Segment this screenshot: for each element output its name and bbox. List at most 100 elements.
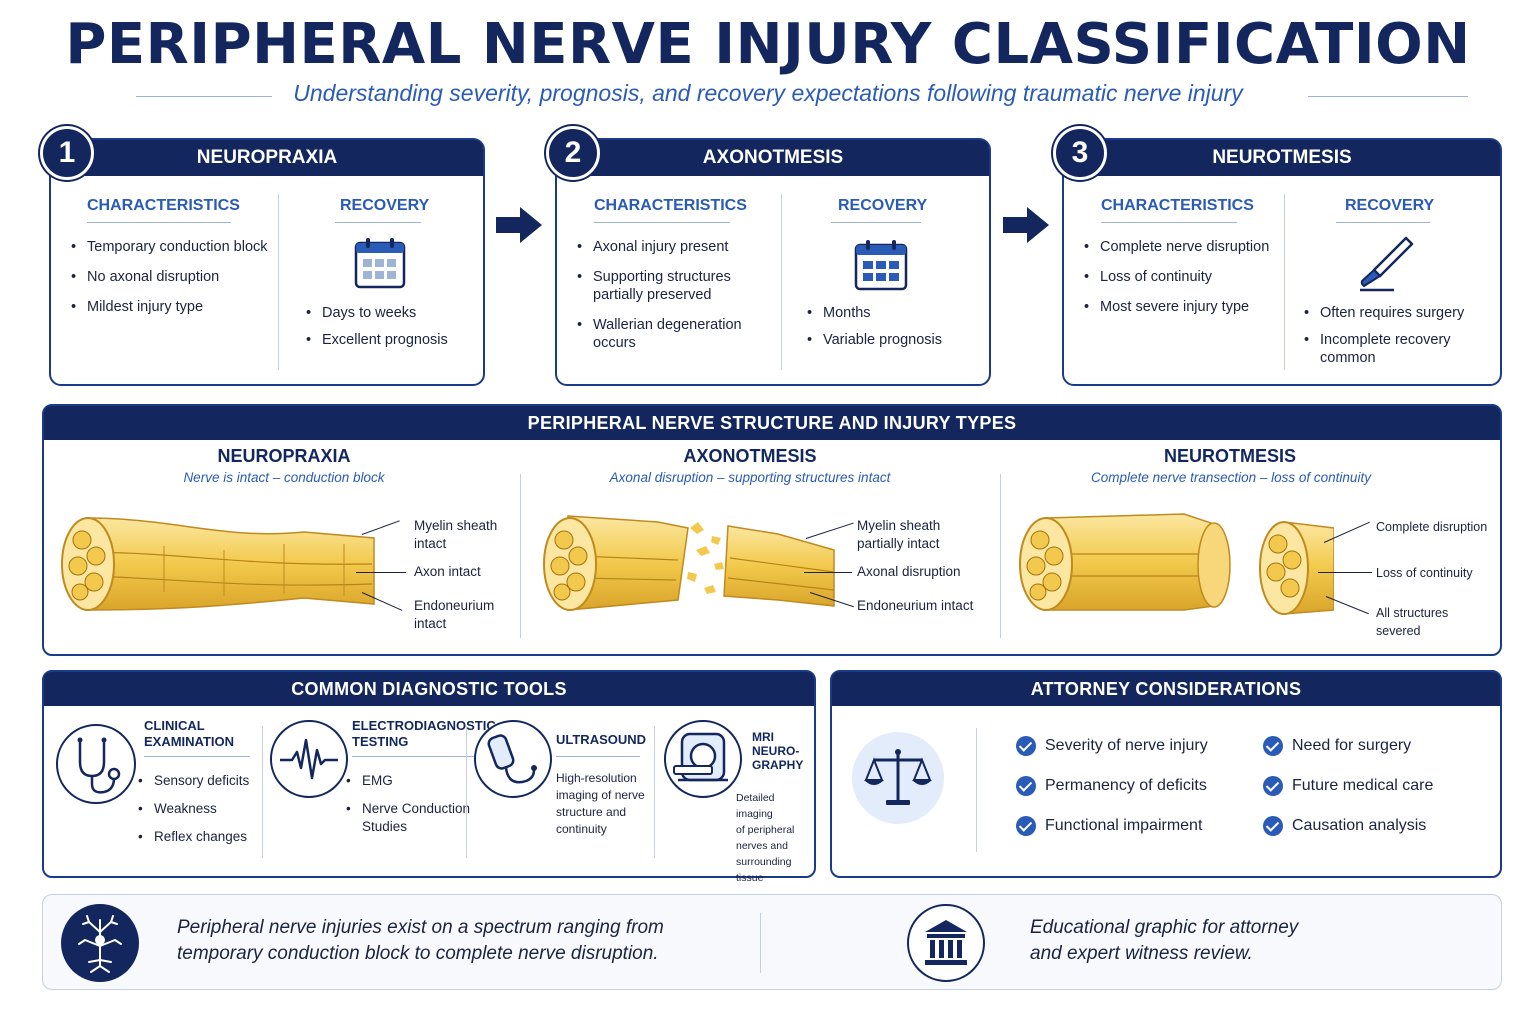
step-number-1: 1: [40, 126, 94, 180]
characteristics-label: CHARACTERISTICS: [87, 197, 240, 214]
nerve-structure-panel: PERIPHERAL NERVE STRUCTURE AND INJURY TY…: [42, 404, 1502, 656]
section-subtitle: Nerve is intact – conduction block: [183, 470, 385, 485]
list-item: Sensory deficits: [138, 772, 249, 790]
intact-nerve-illustration: [61, 517, 375, 611]
characteristics-rule: [594, 222, 730, 223]
characteristics-list: Complete nerve disruption Loss of contin…: [1084, 238, 1269, 316]
check-icon: [1263, 776, 1283, 796]
consideration-item: Functional impairment: [1045, 817, 1203, 834]
arrow-right-icon: [1003, 207, 1049, 243]
list-item: Often requires surgery: [1304, 304, 1464, 322]
list-item: Reflex changes: [138, 828, 249, 846]
consideration-item: Future medical care: [1292, 777, 1434, 794]
list-item-continued: partially preserved: [593, 287, 712, 303]
characteristics-rule: [1101, 222, 1237, 223]
card-title: AXONOTMESIS: [557, 140, 989, 176]
tool-title: ULTRASOUND: [556, 732, 647, 747]
mri-scanner-icon: [664, 720, 742, 798]
step-number-2: 2: [546, 126, 600, 180]
list-item-continued: Studies: [362, 819, 408, 834]
consideration-item: Permanency of deficits: [1045, 777, 1207, 794]
page-title: PERIPHERAL NERVE INJURY CLASSIFICATION: [65, 12, 1471, 77]
list-item: Incomplete recovery: [1304, 331, 1464, 349]
check-icon: [1263, 736, 1283, 756]
list-item-continued: occurs: [593, 335, 636, 351]
consideration-item: Causation analysis: [1292, 817, 1427, 834]
section-divider: [976, 728, 977, 852]
list-item: EMG: [346, 772, 470, 790]
consideration-item: Need for surgery: [1292, 737, 1412, 754]
recovery-list: Days to weeks Excellent prognosis: [306, 304, 448, 349]
list-item: Mildest injury type: [71, 298, 268, 316]
characteristics-list: Axonal injury present Supporting structu…: [577, 238, 742, 364]
tool-rule: [556, 756, 640, 757]
recovery-rule: [335, 222, 421, 223]
attorney-considerations-panel: ATTORNEY CONSIDERATIONS Severity of nerv…: [830, 670, 1502, 878]
list-item: Temporary conduction block: [71, 238, 268, 256]
section-divider: [1000, 474, 1001, 638]
section-title: NEUROPRAXIA: [217, 446, 351, 466]
check-icon: [1016, 736, 1036, 756]
list-item: Supporting structures: [577, 268, 742, 286]
list-item: Axonal injury present: [577, 238, 742, 256]
column-divider: [1284, 194, 1285, 370]
check-icon: [1016, 776, 1036, 796]
card-neuropraxia: NEUROPRAXIA CHARACTERISTICS Temporary co…: [49, 138, 485, 386]
list-item: No axonal disruption: [71, 268, 268, 286]
label-loss-of-continuity: Loss of continuity: [1376, 566, 1473, 580]
label-leader: [356, 572, 406, 573]
card-title: NEUROTMESIS: [1064, 140, 1500, 176]
tool-divider: [262, 726, 263, 858]
card-title: NEUROPRAXIA: [51, 140, 483, 176]
section-subtitle: Axonal disruption – supporting structure…: [609, 470, 891, 485]
list-item: Days to weeks: [306, 304, 448, 322]
characteristics-label: CHARACTERISTICS: [1101, 197, 1254, 214]
footer-divider: [760, 913, 761, 973]
recovery-list: Months Variable prognosis: [807, 304, 942, 349]
list-item: Wallerian degeneration: [577, 316, 742, 334]
list-item: Most severe injury type: [1084, 298, 1269, 316]
section-subtitle: Complete nerve transection – loss of con…: [1091, 470, 1371, 485]
check-icon: [1016, 816, 1036, 836]
label-endoneurium: Endoneurium intact: [857, 598, 974, 613]
waveform-icon: [270, 720, 348, 798]
characteristics-list: Temporary conduction block No axonal dis…: [71, 238, 268, 316]
tool-list: EMG Nerve Conduction Studies: [346, 772, 470, 848]
label-axon: Axon intact: [414, 564, 481, 579]
list-item-continued: common: [1320, 350, 1376, 366]
tool-list: Sensory deficits Weakness Reflex changes: [138, 772, 249, 846]
check-icon: [1263, 816, 1283, 836]
characteristics-rule: [87, 222, 231, 223]
calendar-icon: [354, 238, 406, 289]
list-item: Complete nerve disruption: [1084, 238, 1269, 256]
recovery-label: RECOVERY: [838, 197, 928, 214]
list-item: Variable prognosis: [807, 331, 942, 349]
ultrasound-probe-icon: [474, 720, 552, 798]
recovery-rule: [831, 222, 921, 223]
tool-divider: [466, 726, 467, 858]
card-axonotmesis: AXONOTMESIS CHARACTERISTICS Axonal injur…: [555, 138, 991, 386]
panel-title: ATTORNEY CONSIDERATIONS: [832, 672, 1500, 706]
recovery-list: Often requires surgery Incomplete recove…: [1304, 304, 1464, 379]
disrupted-axon-nerve-illustration: [543, 515, 835, 611]
transected-nerve-illustration: [1019, 513, 1334, 615]
recovery-rule: [1336, 222, 1430, 223]
page-subtitle: Understanding severity, prognosis, and r…: [293, 80, 1243, 106]
column-divider: [781, 194, 782, 370]
card-neurotmesis: NEUROTMESIS CHARACTERISTICS Complete ner…: [1062, 138, 1502, 386]
nerve-cell-icon: [61, 904, 139, 982]
calendar-icon: [854, 240, 908, 291]
label-complete-disruption: Complete disruption: [1376, 520, 1488, 534]
label-leader: [1318, 572, 1372, 573]
footer-statement: Peripheral nerve injuries exist on a spe…: [177, 917, 664, 964]
section-divider: [520, 474, 521, 638]
